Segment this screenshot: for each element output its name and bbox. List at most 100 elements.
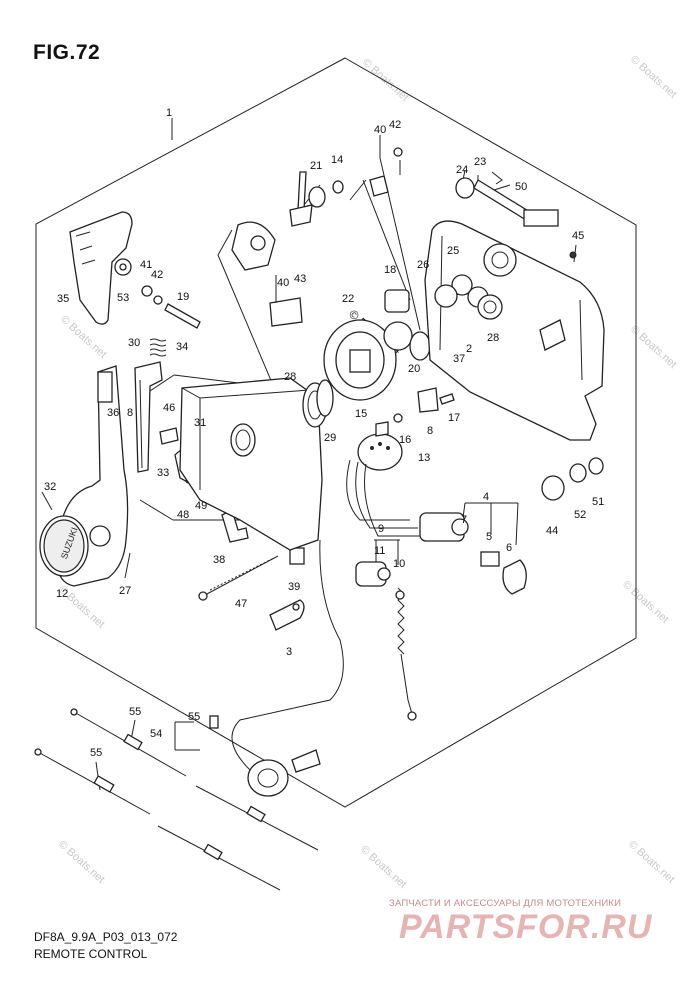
callout: 9 xyxy=(378,523,384,535)
bushing-24 xyxy=(455,177,475,199)
key-5 xyxy=(480,551,500,567)
bracket-40c xyxy=(369,175,389,197)
bolt-46 xyxy=(198,591,208,601)
callout: 30 xyxy=(128,337,140,349)
wire-bundle xyxy=(346,459,410,521)
pin-19 xyxy=(164,303,201,329)
callout: 19 xyxy=(177,291,189,303)
callout: 24 xyxy=(456,164,468,176)
bracket-40b xyxy=(269,297,303,327)
callout: 21 xyxy=(310,160,322,172)
callout: 14 xyxy=(331,154,343,166)
side-plate xyxy=(424,220,605,441)
callout: 3 xyxy=(286,646,292,658)
washer-43 xyxy=(541,475,565,501)
callout: 28 xyxy=(284,371,296,383)
callout: 44 xyxy=(546,525,558,537)
bearing-26 xyxy=(483,243,517,277)
watermark: © Boats.net xyxy=(628,53,679,100)
callout: 54 xyxy=(150,728,162,740)
callout: 37 xyxy=(453,353,465,365)
fuse-54 xyxy=(209,715,219,729)
figure-name: REMOTE CONTROL xyxy=(34,947,148,961)
callout: 23 xyxy=(474,156,486,168)
callout: 42 xyxy=(389,119,401,131)
callout: 55 xyxy=(90,747,102,759)
callout: 5 xyxy=(486,531,492,543)
callout: 50 xyxy=(515,181,527,193)
link-plate xyxy=(383,321,413,351)
washer-42c xyxy=(393,147,403,157)
washer-51 xyxy=(569,463,587,483)
handle-grip xyxy=(69,211,133,325)
link-45 xyxy=(159,427,179,445)
callout: 47 xyxy=(235,598,247,610)
spring-49 xyxy=(491,171,503,185)
callout: 49 xyxy=(195,500,207,512)
callout: 38 xyxy=(213,554,225,566)
callout: 16 xyxy=(399,434,411,446)
callout: 12 xyxy=(56,588,68,600)
callout: 51 xyxy=(592,496,604,508)
assembly-frame xyxy=(35,57,637,808)
callout: 25 xyxy=(447,245,459,257)
callout: 8 xyxy=(427,425,433,437)
callout: 26 xyxy=(417,259,429,271)
main-housing xyxy=(179,377,323,551)
watermark: © Boats.net xyxy=(360,56,411,103)
harness xyxy=(231,539,344,771)
block-23 xyxy=(523,209,559,227)
callout: 28 xyxy=(487,332,499,344)
leader-lines xyxy=(41,118,577,791)
watermark: © Boats.net xyxy=(620,578,671,625)
callout: 17 xyxy=(448,412,460,424)
nut-41 xyxy=(141,285,153,297)
callout: 15 xyxy=(355,408,367,420)
brand-tagline: ЗАПЧАСТИ И АКСЕССУАРЫ ДЛЯ МОТОТЕХНИКИ xyxy=(389,898,622,909)
figure-code: DF8A_9.9A_P03_013_072 xyxy=(34,930,178,944)
screw-16 xyxy=(393,413,403,423)
callout: 4 xyxy=(483,491,489,503)
watermark: © Boats.net xyxy=(358,843,409,890)
seal-14 xyxy=(308,186,326,208)
cam-18 xyxy=(384,289,410,313)
callout: 55 xyxy=(129,706,141,718)
callout: 36 xyxy=(107,407,119,419)
callout: 11 xyxy=(374,545,385,557)
callout: 43 xyxy=(294,273,306,285)
callout: 52 xyxy=(574,509,586,521)
callout: 55 xyxy=(188,711,200,723)
callout: 46 xyxy=(163,402,175,414)
connector-tab xyxy=(291,749,321,773)
callout: 6 xyxy=(506,542,512,554)
callout: 20 xyxy=(408,363,420,375)
watermark: © Boats.net xyxy=(626,838,677,885)
callout: 13 xyxy=(418,452,430,464)
connector-plug xyxy=(247,759,289,797)
callout: 53 xyxy=(117,292,129,304)
washer-42 xyxy=(153,295,163,305)
switch-13 xyxy=(357,433,403,471)
callout: 10 xyxy=(393,558,405,570)
callout: 48 xyxy=(177,509,189,521)
cap-15 xyxy=(375,421,389,437)
shaft-21 xyxy=(297,171,307,211)
callout: 35 xyxy=(57,293,69,305)
callout: 42 xyxy=(151,269,163,281)
callout: 33 xyxy=(157,467,169,479)
figure-title: FIG.72 xyxy=(33,41,101,64)
callouts: 1 2 3 4 5 6 7 8 8 9 10 11 12 13 14 15 16… xyxy=(44,107,604,740)
watermark: © Boats.net xyxy=(56,838,107,885)
callout: 34 xyxy=(176,341,188,353)
screw-17 xyxy=(439,393,455,405)
bolt-44 xyxy=(569,251,577,259)
gear-26 xyxy=(434,284,458,308)
callout: 41 xyxy=(140,259,152,271)
callout: 29 xyxy=(324,432,336,444)
brand-logo: PARTSFOR.RU xyxy=(399,908,653,946)
callout: 45 xyxy=(572,230,584,242)
callout: 22 xyxy=(342,293,354,305)
spring-34 xyxy=(149,338,167,357)
plate-3 xyxy=(269,599,305,631)
